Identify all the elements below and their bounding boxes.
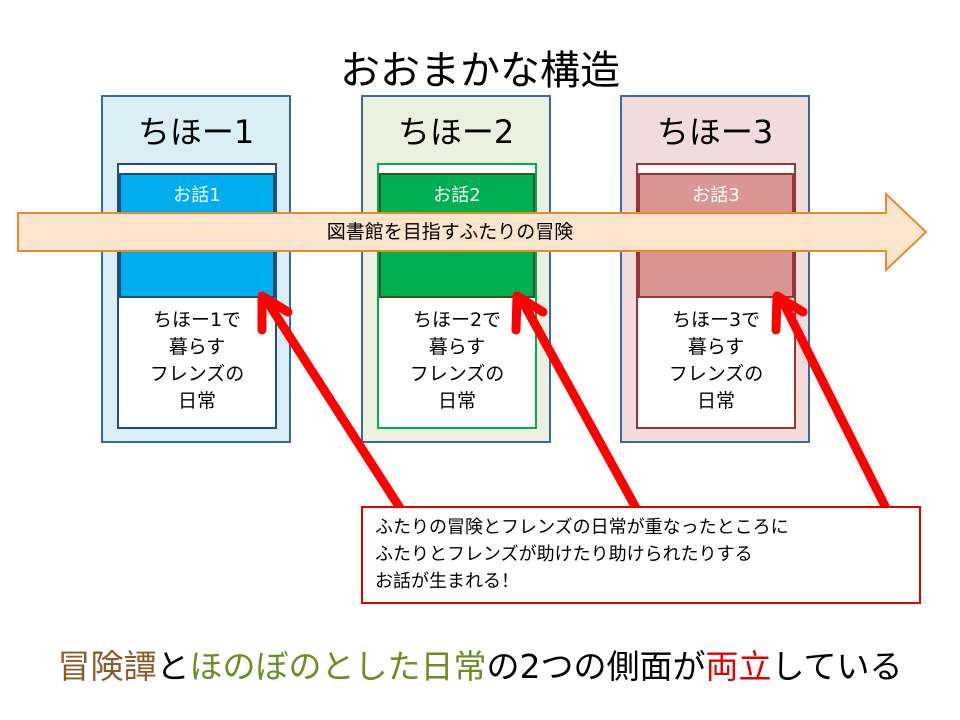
story-line: 日常 [696,390,735,412]
region-panel-3: ちほー3 お話3 ちほー3で 暮らす フレンズの 日常 [620,95,810,443]
story-body: ちほー3で 暮らす フレンズの 日常 [638,307,794,415]
story-line: 日常 [437,390,476,412]
story-line: 暮らす [168,336,226,358]
callout-line: お話が生まれる！ [375,571,519,592]
story-card: お話1 ちほー1で 暮らす フレンズの 日常 [117,163,277,429]
callout-box: ふたりの冒険とフレンズの日常が重なったところに ふたりとフレンズが助けたり助けら… [361,506,921,604]
summary-adventure: 冒険譚 [57,647,157,686]
region-panel-2: ちほー2 お話2 ちほー2で 暮らす フレンズの 日常 [361,95,551,443]
story-line: フレンズの [409,363,505,385]
story-line: フレンズの [668,363,764,385]
story-label: お話2 [433,185,481,206]
summary-daily-life: ほのぼのとした日常 [189,647,487,686]
story-line: 暮らす [687,336,745,358]
journey-arrow-label: 図書館を目指すふたりの冒険 [326,221,574,243]
region-panel-1: ちほー1 お話1 ちほー1で 暮らす フレンズの 日常 [101,95,291,443]
story-line: ちほー1で [152,309,242,331]
region-title: ちほー3 [656,113,774,151]
story-line: ちほー3で [671,309,761,331]
region-title: ちほー2 [397,113,515,151]
summary-conjunction: と [156,647,190,686]
diagram-title: おおまかな構造 [340,48,620,94]
story-body: ちほー1で 暮らす フレンズの 日常 [119,307,275,415]
story-label: お話3 [692,185,740,206]
story-body: ちほー2で 暮らす フレンズの 日常 [379,307,535,415]
story-card: お話3 ちほー3で 暮らす フレンズの 日常 [636,163,796,429]
story-line: フレンズの [149,363,245,385]
region-title: ちほー1 [137,113,255,151]
summary-middle: の2つの側面が [486,647,706,686]
summary-caption: 冒険譚とほのぼのとした日常の2つの側面が両立している [0,640,960,688]
story-line: ちほー2で [412,309,502,331]
story-line: 暮らす [428,336,486,358]
callout-line: ふたりの冒険とフレンズの日常が重なったところに [375,517,789,538]
summary-ending: している [771,647,903,686]
callout-line: ふたりとフレンズが助けたり助けられたりする [375,544,753,565]
story-card: お話2 ちほー2で 暮らす フレンズの 日常 [377,163,537,429]
summary-coexist: 両立 [705,647,772,686]
story-line: 日常 [177,390,216,412]
story-label: お話1 [173,185,221,206]
